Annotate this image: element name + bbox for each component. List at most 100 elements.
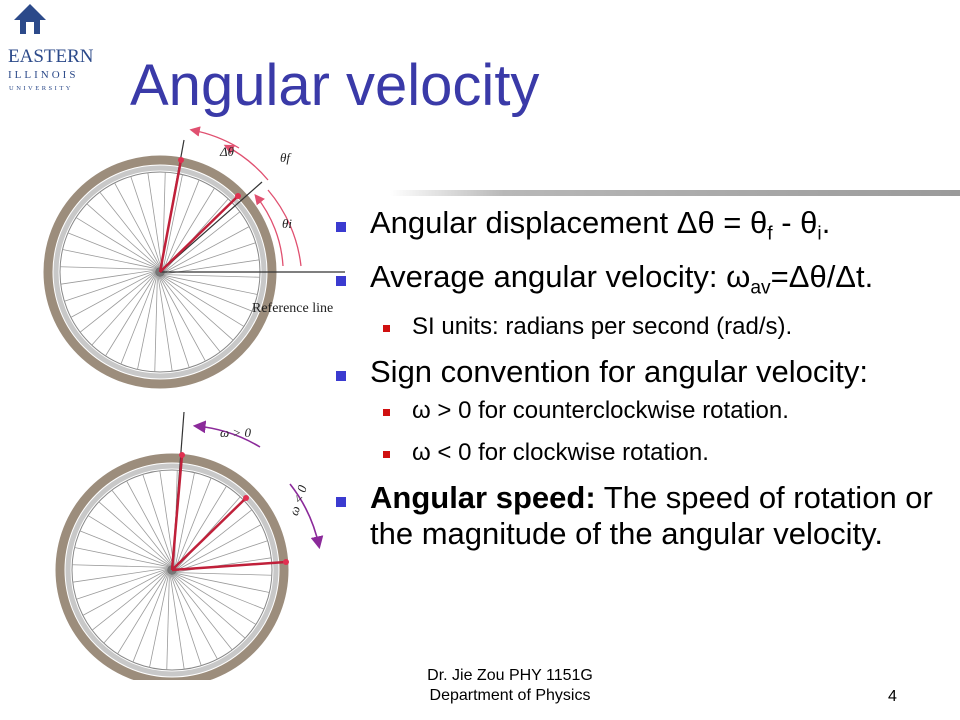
radius-a (170, 454, 184, 571)
slide-title: Angular velocity (130, 53, 540, 118)
wheel-spoke (159, 276, 206, 362)
theta-f-label: θf (280, 150, 292, 165)
wheel-spoke (87, 515, 170, 566)
wheel-spoke (164, 187, 215, 270)
wheel-diagrams: Δθ θf θi Reference line ω > 0 ω < 0 (43, 126, 345, 680)
bullet-text: Average angular velocity: ω (370, 258, 751, 294)
bullet-text: The speed of rotation or the magnitude o… (370, 480, 933, 552)
wheel-spoke (163, 179, 200, 270)
wheel-spoke (76, 568, 168, 600)
theta-i-arc (254, 193, 284, 267)
wheel-spoke (137, 275, 158, 370)
omega-negative-arc (289, 483, 324, 550)
logo-line1: EASTERN (8, 46, 94, 67)
top-wheel: Δθ θf θi Reference line (43, 126, 345, 389)
bullet-bold-term: Angular speed: (370, 480, 596, 516)
bullet-symbol: - θ (772, 205, 818, 240)
wheel-spoke (98, 501, 171, 566)
footer-department: Department of Physics (429, 687, 591, 704)
wheel-spoke (86, 203, 159, 268)
wheel-spoke (174, 472, 195, 567)
logo-line2: ILLINOIS (8, 69, 78, 81)
radius-b (171, 497, 247, 571)
wheel-spoke (172, 574, 233, 651)
wheel-spoke (91, 273, 156, 346)
wheel-spoke (169, 574, 185, 670)
radius-final (158, 159, 183, 273)
bullet-text: =Δθ/Δt. (770, 258, 874, 294)
sub-bullet-counterclockwise: ω > 0 for counterclockwise rotation. (328, 396, 948, 426)
wheel-spoke (74, 547, 169, 568)
delta-theta-label: Δθ (219, 144, 235, 159)
bullet-text: . (821, 205, 831, 240)
footer: Dr. Jie Zou PHY 1151G Department of Phys… (380, 666, 640, 706)
bullet-symbol: = θ (714, 205, 768, 240)
wheel-spoke (175, 477, 212, 568)
bullet-text: Angular displacement (370, 205, 677, 240)
bottom-wheel: ω > 0 ω < 0 (55, 411, 324, 680)
wheel-spoke (132, 572, 169, 663)
wheel-spoke (162, 275, 253, 312)
wheel-spoke (160, 276, 221, 353)
subscript: i (817, 223, 822, 245)
bullet-symbol: Δθ (676, 205, 715, 240)
wheel-spoke (72, 567, 168, 583)
wheel-spoke (176, 485, 227, 568)
subscript: av (750, 277, 771, 299)
omega-negative-label: ω < 0 (286, 483, 310, 518)
radius-initial (159, 195, 239, 273)
wheel-spoke (164, 274, 260, 278)
wheel-spoke (163, 274, 258, 295)
omega-positive-label: ω > 0 (220, 425, 251, 440)
wheel-spoke (149, 573, 170, 668)
wheel-spoke (114, 182, 161, 268)
wheel-spoke (126, 480, 173, 566)
eiu-logo: EASTERN ILLINOIS UNIVERSITY (8, 4, 94, 92)
wheel-spoke (161, 276, 234, 341)
wheel-spoke (176, 509, 253, 570)
theta-i-label: θi (282, 216, 292, 231)
bullet-angular-displacement: Angular displacement Δθ = θf - θi. (328, 205, 948, 253)
footer-author: Dr. Jie Zou PHY 1151G (427, 667, 593, 684)
wheel-spoke (164, 242, 256, 274)
wheel-spoke (70, 271, 156, 318)
wheel-spoke (67, 232, 158, 269)
sub-bullet-si-units: SI units: radians per second (rad/s). (328, 312, 948, 342)
wheel-spoke (175, 572, 270, 593)
subscript: f (767, 223, 773, 245)
wheel-spoke (173, 574, 246, 639)
wheel-spoke (111, 489, 172, 566)
wheel-spoke (120, 274, 157, 365)
wheel-spoke (176, 540, 268, 572)
wheel-spoke (130, 176, 162, 268)
wheel-spoke (170, 574, 202, 666)
wheel-spoke (60, 266, 156, 270)
wheel-spoke (79, 272, 156, 333)
wheel-spoke (62, 249, 157, 270)
wheel-spoke (117, 572, 168, 655)
wheel-spoke (162, 174, 183, 269)
wheel-spoke (154, 276, 158, 372)
wheel-spoke (103, 571, 168, 644)
wheel-spoke (64, 270, 156, 302)
wheel-spoke (164, 211, 241, 272)
delta-theta-arc (189, 126, 240, 149)
logo-line3: UNIVERSITY (9, 85, 73, 92)
omega-positive-arc (192, 420, 261, 448)
wheel-spoke (171, 574, 218, 660)
title-divider (390, 190, 960, 196)
sub-bullet-clockwise: ω < 0 for clockwise rotation. (328, 438, 948, 468)
wheel-spoke (142, 474, 174, 566)
theta-f-arc (267, 189, 302, 267)
bullet-angular-speed: Angular speed: The speed of rotation or … (328, 480, 948, 552)
wheel-spoke (159, 470, 175, 566)
wheel-spoke (166, 574, 170, 670)
wheel-spoke (75, 217, 158, 268)
wheel-spoke (158, 276, 190, 368)
reference-line-label: Reference line (252, 301, 333, 316)
wheel-spoke (162, 276, 245, 327)
page-number: 4 (888, 688, 897, 705)
wheel-spoke (176, 572, 272, 576)
wheel-spoke (91, 570, 168, 631)
wheel-spoke (105, 274, 156, 357)
